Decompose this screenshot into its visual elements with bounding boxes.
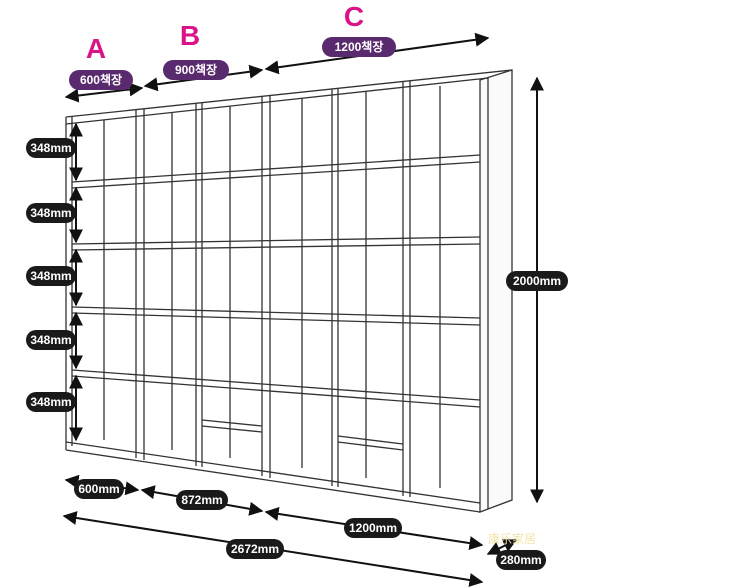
section-letter-a: A — [86, 33, 106, 64]
width-label-bg-2 — [176, 490, 228, 510]
depth: 280mm — [500, 553, 541, 567]
width-1: 600mm — [78, 482, 119, 496]
total-height: 2000mm — [513, 274, 561, 288]
side-panel — [479, 69, 513, 513]
height-label-bg-1 — [26, 138, 76, 158]
label-bg-c — [322, 37, 396, 57]
width-label-bg-1 — [74, 479, 124, 499]
total-width: 2672mm — [231, 542, 279, 556]
section-letter-c: C — [344, 1, 364, 32]
section-letter-b: B — [180, 20, 200, 51]
height-label-bg-2 — [26, 203, 76, 223]
bookcase-drawing — [65, 69, 513, 513]
height-label-bg-5 — [26, 392, 76, 412]
label-bg-b — [163, 60, 229, 80]
shelf-height-3: 348mm — [30, 269, 71, 283]
total-width-label-bg — [226, 539, 284, 559]
label-bg-a — [69, 70, 133, 90]
shelf-height-5: 348mm — [30, 395, 71, 409]
arrow-a-top — [64, 82, 144, 103]
watermark-text: 康乐家居 — [488, 531, 536, 546]
total-height-label-bg — [506, 271, 568, 291]
section-label-a: 600책장 — [80, 72, 122, 87]
bottom-edge — [65, 449, 481, 513]
shelves — [71, 154, 481, 408]
depth-label-bg — [496, 550, 546, 570]
bottom-edge-inner — [65, 441, 481, 504]
section-label-b: 900책장 — [175, 62, 217, 77]
lower-shelves — [201, 419, 404, 451]
width-2: 872mm — [181, 493, 222, 507]
shelf-height-1: 348mm — [30, 141, 71, 155]
top-edge — [65, 69, 513, 118]
width-label-bg-3 — [344, 518, 402, 538]
arrow-depth — [486, 539, 518, 555]
section-label-c: 1200책장 — [335, 39, 384, 54]
shelf-height-2: 348mm — [30, 206, 71, 220]
height-label-bg-4 — [26, 330, 76, 350]
shelf-height-4: 348mm — [30, 333, 71, 347]
width-3: 1200mm — [349, 521, 397, 535]
height-label-bg-3 — [26, 266, 76, 286]
